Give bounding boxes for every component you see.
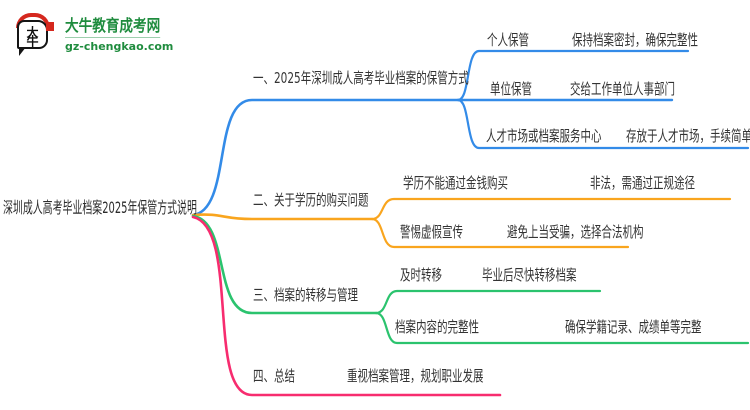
branch3-child1-line bbox=[374, 289, 602, 315]
branch3-child1-detail: 毕业后尽快转移档案 bbox=[482, 266, 577, 284]
branch3-main-line bbox=[191, 214, 378, 315]
branch3-child2-detail: 确保学籍记录、成绩单等完整 bbox=[565, 318, 702, 336]
branch2-child1-topic: 学历不能通过金钱购买 bbox=[403, 174, 509, 192]
logo-red-seal bbox=[46, 22, 54, 31]
branch1-child1-topic: 个人保管 bbox=[487, 31, 530, 49]
logo-red-arc bbox=[16, 13, 50, 28]
root-topic: 深圳成人高考毕业档案2025年保管方式说明 bbox=[3, 198, 197, 217]
branch1-child1-line bbox=[456, 49, 690, 102]
branch1-child3-detail: 存放于人才市场，手续简单 bbox=[626, 127, 750, 145]
branch2-child1-detail: 非法，需通过正规途径 bbox=[590, 174, 696, 192]
site-logo[interactable]: 大牛 大牛教育成考网 gz-chengkao.com bbox=[14, 13, 177, 57]
logo-texts: 大牛教育成考网 gz-chengkao.com bbox=[65, 16, 177, 54]
logo-site-name: 大牛教育成考网 bbox=[65, 16, 161, 38]
branch2-main-line bbox=[191, 213, 374, 221]
branch2-label: 二、关于学历的购买问题 bbox=[253, 191, 369, 209]
branch2-child2-topic: 警惕虚假宣传 bbox=[400, 223, 464, 241]
branch1-label: 一、2025年深圳成人高考毕业档案的保管方式 bbox=[253, 69, 469, 87]
logo-speech-bubble: 大牛 bbox=[17, 20, 48, 56]
branch2-child2-detail: 避免上当受骗，选择合法机构 bbox=[507, 223, 644, 241]
branch3-child2-topic: 档案内容的完整性 bbox=[395, 318, 480, 336]
branch1-child3-line bbox=[456, 98, 750, 150]
branch4-main-line bbox=[191, 215, 502, 397]
daniu-logo-icon: 大牛 bbox=[14, 13, 56, 57]
branch3-child1-topic: 及时转移 bbox=[400, 266, 443, 284]
branch1-child2-topic: 单位保管 bbox=[490, 80, 533, 98]
branch1-main-line bbox=[191, 98, 460, 217]
branch4-detail: 重视档案管理，规划职业发展 bbox=[347, 367, 484, 385]
branch3-label: 三、档案的转移与管理 bbox=[253, 286, 359, 304]
branch1-child3-topic: 人才市场或档案服务中心 bbox=[486, 127, 602, 145]
logo-bubble-text: 大牛 bbox=[25, 25, 39, 44]
branch1-child2-detail: 交给工作单位人事部门 bbox=[570, 80, 676, 98]
branch3-child2-line bbox=[374, 311, 750, 345]
logo-site-domain: gz-chengkao.com bbox=[65, 40, 174, 53]
branch2-child2-line bbox=[370, 217, 630, 249]
branch1-child1-detail: 保持档案密封，确保完整性 bbox=[572, 31, 699, 49]
branch2-child1-line bbox=[370, 197, 732, 221]
branch4-label: 四、总结 bbox=[253, 367, 296, 385]
